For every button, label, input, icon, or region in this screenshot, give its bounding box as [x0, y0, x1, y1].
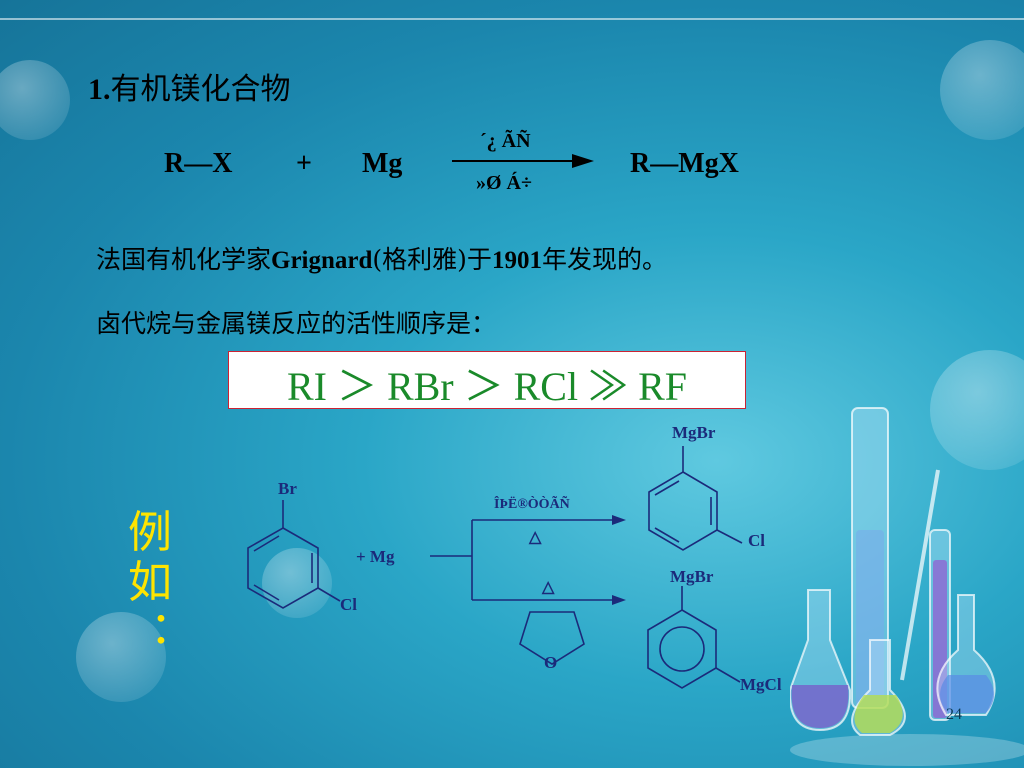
product-grignard-reagent: R—MgX [630, 148, 739, 179]
decor-bubble [262, 548, 332, 618]
reaction-condition-bottom: »Ø Á÷ [476, 172, 532, 194]
reaction-condition-top: ´¿ ÃÑ [480, 130, 531, 152]
example-label-char: 如 [128, 557, 172, 608]
decor-bubble [940, 40, 1024, 140]
reactivity-order-box: RI ＞ RBr ＞ RCl ≫ RF [228, 351, 746, 409]
substrate-br-label: Br [278, 479, 297, 498]
reaction-fork [430, 519, 618, 601]
decor-bubble [0, 60, 70, 140]
arrowhead-top-icon [612, 515, 626, 525]
discovery-text-part: (格利雅)于 [372, 245, 492, 274]
plus-sign: + [296, 148, 312, 179]
example-label-colon: ： [150, 603, 194, 654]
product1-cl-label: Cl [748, 531, 765, 550]
product2-mgcl-label: MgCl [740, 675, 782, 694]
grignard-reaction-equation: R—X + Mg ´¿ ÃÑ »Ø Á÷ R—MgX [150, 126, 810, 206]
decor-bubble [930, 350, 1024, 470]
upper-condition-label: ÎÞË®ÒÒÃÑ [494, 494, 570, 512]
slide-title: 1.有机镁化合物 [88, 64, 291, 108]
top-divider [0, 18, 1024, 20]
thf-ring [519, 611, 585, 665]
reaction-arrow-icon [452, 154, 594, 168]
example-label-char: 例 [128, 507, 172, 558]
substrate-cl-label: Cl [340, 595, 357, 614]
reactivity-order-intro: 卤代烷与金属镁反应的活性顺序是： [96, 309, 497, 338]
thf-oxygen-label: O [544, 653, 557, 672]
heat-symbol-top: △ [528, 529, 542, 546]
page-number: 24 [946, 706, 962, 723]
title-number: 1. [88, 73, 111, 106]
substrate-benzene-ring [247, 500, 341, 609]
discovery-year: 1901 [491, 247, 542, 274]
reactivity-order-sequence: RI ＞ RBr ＞ RCl ≫ RF [286, 364, 688, 409]
plus-mg-label: + Mg [356, 547, 395, 566]
product1-mgbr-label: MgBr [672, 423, 716, 442]
title-text: 有机镁化合物 [110, 72, 291, 107]
discovery-text-part: 法国有机化学家 [96, 245, 272, 274]
reactant-magnesium: Mg [362, 148, 403, 179]
heat-symbol-bottom: △ [541, 579, 555, 596]
lab-glassware-decoration [790, 407, 1024, 766]
discovery-text: 法国有机化学家Grignard(格利雅)于1901年发现的。 [96, 240, 667, 276]
discoverer-name: Grignard [271, 247, 373, 274]
product2-benzene-ring [647, 586, 741, 689]
product1-benzene-ring [648, 446, 743, 551]
discovery-text-part: 年发现的。 [541, 245, 667, 274]
reactant-alkyl-halide: R—X [164, 148, 233, 179]
decor-bubble [76, 612, 166, 702]
product2-mgbr-label: MgBr [670, 567, 714, 586]
arrowhead-bottom-icon [612, 595, 626, 605]
